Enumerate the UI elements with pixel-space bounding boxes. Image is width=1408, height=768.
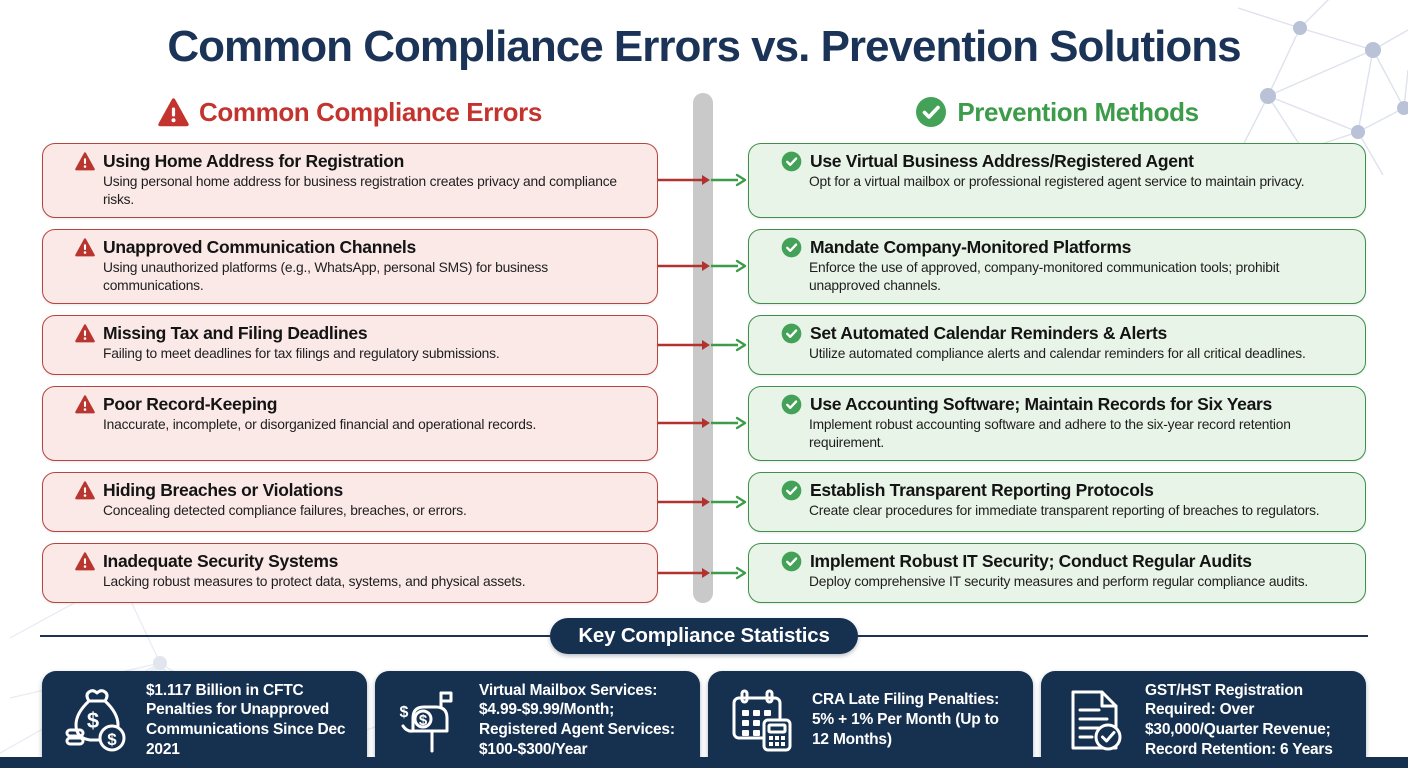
prevention-description: Utilize automated compliance alerts and … [809,345,1306,361]
error-description: Concealing detected compliance failures,… [103,502,467,518]
stat-text: CRA Late Filing Penalties: 5% + 1% Per M… [812,691,1000,749]
prevention-box: Implement Robust IT Security; Conduct Re… [748,542,1366,603]
warning-triangle-icon [75,238,95,257]
warning-triangle-icon [75,324,95,343]
check-circle-icon [781,237,802,258]
check-circle-icon [781,323,802,344]
prevention-title: Use Virtual Business Address/Registered … [810,151,1194,171]
comparison-row: Missing Tax and Filing Deadlines Failing… [42,314,1366,375]
error-box: Hiding Breaches or Violations Concealing… [42,471,658,532]
document-check-icon [1059,684,1131,756]
error-title: Missing Tax and Filing Deadlines [103,322,368,343]
prevention-title: Mandate Company-Monitored Platforms [810,236,1132,257]
check-circle-icon [781,151,802,172]
calendar-calculator-icon [726,684,798,756]
page-title: Common Compliance Errors vs. Prevention … [167,22,1241,71]
stat-card: CRA Late Filing Penalties: 5% + 1% Per M… [708,670,1033,768]
error-description: Using unauthorized platforms (e.g., What… [103,259,548,293]
divider-line-right [857,634,1368,637]
mailbox-icon: $ $ [393,684,465,756]
check-circle-icon [781,394,802,415]
flow-arrow [658,386,748,461]
prevention-box: Mandate Company-Monitored Platforms Enfo… [748,228,1366,304]
prevention-title: Establish Transparent Reporting Protocol… [810,479,1154,500]
prevention-box: Establish Transparent Reporting Protocol… [748,471,1366,532]
error-title: Using Home Address for Registration [103,151,404,171]
warning-triangle-icon [75,480,95,500]
flow-arrow [658,543,748,603]
error-box: Poor Record-Keeping Inaccurate, incomple… [42,385,658,461]
comparison-row: Unapproved Communication Channels Using … [42,228,1366,304]
svg-text:$: $ [87,708,99,733]
stat-card: $ $ $1.117 Billion in CFTC Penalties for… [42,670,367,768]
statistics-header-pill: Key Compliance Statistics [550,617,858,654]
check-circle-icon [781,551,802,572]
prevention-description: Enforce the use of approved, company-mon… [809,259,1280,293]
warning-triangle-icon [158,97,189,127]
svg-text:$: $ [400,704,409,721]
statistics-divider: Key Compliance Statistics [40,617,1368,654]
stat-text: Virtual Mailbox Services: $4.99-$9.99/Mo… [479,681,675,759]
error-description: Using personal home address for business… [103,174,617,207]
prevention-description: Implement robust accounting software and… [809,416,1291,450]
prevention-description: Deploy comprehensive IT security measure… [809,573,1309,589]
divider-line-left [40,634,551,637]
comparison-row: Using Home Address for Registration Usin… [42,143,1366,218]
error-title: Unapproved Communication Channels [103,236,416,257]
flow-arrow [658,229,748,304]
prevention-box: Set Automated Calendar Reminders & Alert… [748,314,1366,375]
svg-text:$: $ [107,730,117,749]
comparison-row: Poor Record-Keeping Inaccurate, incomple… [42,385,1366,461]
errors-header-label: Common Compliance Errors [199,96,542,127]
error-description: Failing to meet deadlines for tax filing… [103,345,500,361]
error-box: Inadequate Security Systems Lacking robu… [42,542,658,603]
flow-arrow [658,143,748,218]
error-box: Missing Tax and Filing Deadlines Failing… [42,314,658,375]
stat-text: GST/HST Registration Required: Over $30,… [1145,681,1333,759]
prevention-description: Opt for a virtual mailbox or professiona… [809,174,1305,189]
errors-column-header: Common Compliance Errors [42,96,658,128]
prevention-title: Implement Robust IT Security; Conduct Re… [810,550,1252,571]
error-box: Using Home Address for Registration Usin… [42,143,658,218]
prevention-box: Use Virtual Business Address/Registered … [748,143,1366,218]
bottom-accent-bar [0,757,1408,768]
check-circle-icon [915,96,947,128]
prevention-title: Set Automated Calendar Reminders & Alert… [810,322,1167,343]
error-description: Inaccurate, incomplete, or disorganized … [103,416,537,432]
prevention-description: Create clear procedures for immediate tr… [809,502,1320,518]
comparison-row: Inadequate Security Systems Lacking robu… [42,542,1366,603]
error-title: Inadequate Security Systems [103,550,339,571]
error-title: Poor Record-Keeping [103,393,278,414]
preventions-column-header: Prevention Methods [748,96,1366,128]
column-headers: Common Compliance Errors Prevention Meth… [42,96,1366,128]
money-bag-icon: $ $ [60,684,132,756]
flow-arrow [658,315,748,375]
error-description: Lacking robust measures to protect data,… [103,573,526,589]
warning-triangle-icon [75,551,95,571]
error-title: Hiding Breaches or Violations [103,479,343,500]
check-circle-icon [781,480,802,501]
warning-triangle-icon [75,395,95,414]
error-box: Unapproved Communication Channels Using … [42,228,658,304]
stat-text: $1.117 Billion in CFTC Penalties for Una… [146,681,346,759]
warning-triangle-icon [75,152,95,171]
statistics-cards: $ $ $1.117 Billion in CFTC Penalties for… [42,670,1366,768]
comparison-row: Hiding Breaches or Violations Concealing… [42,471,1366,532]
flow-arrow [658,472,748,532]
prevention-box: Use Accounting Software; Maintain Record… [748,385,1366,461]
comparison-rows: Using Home Address for Registration Usin… [42,93,1366,603]
preventions-header-label: Prevention Methods [957,96,1199,127]
prevention-title: Use Accounting Software; Maintain Record… [810,393,1272,414]
stat-card: GST/HST Registration Required: Over $30,… [1041,670,1366,768]
svg-text:$: $ [419,712,428,729]
stat-card: $ $ Virtual Mailbox Services: $4.99-$9.9… [375,670,700,768]
